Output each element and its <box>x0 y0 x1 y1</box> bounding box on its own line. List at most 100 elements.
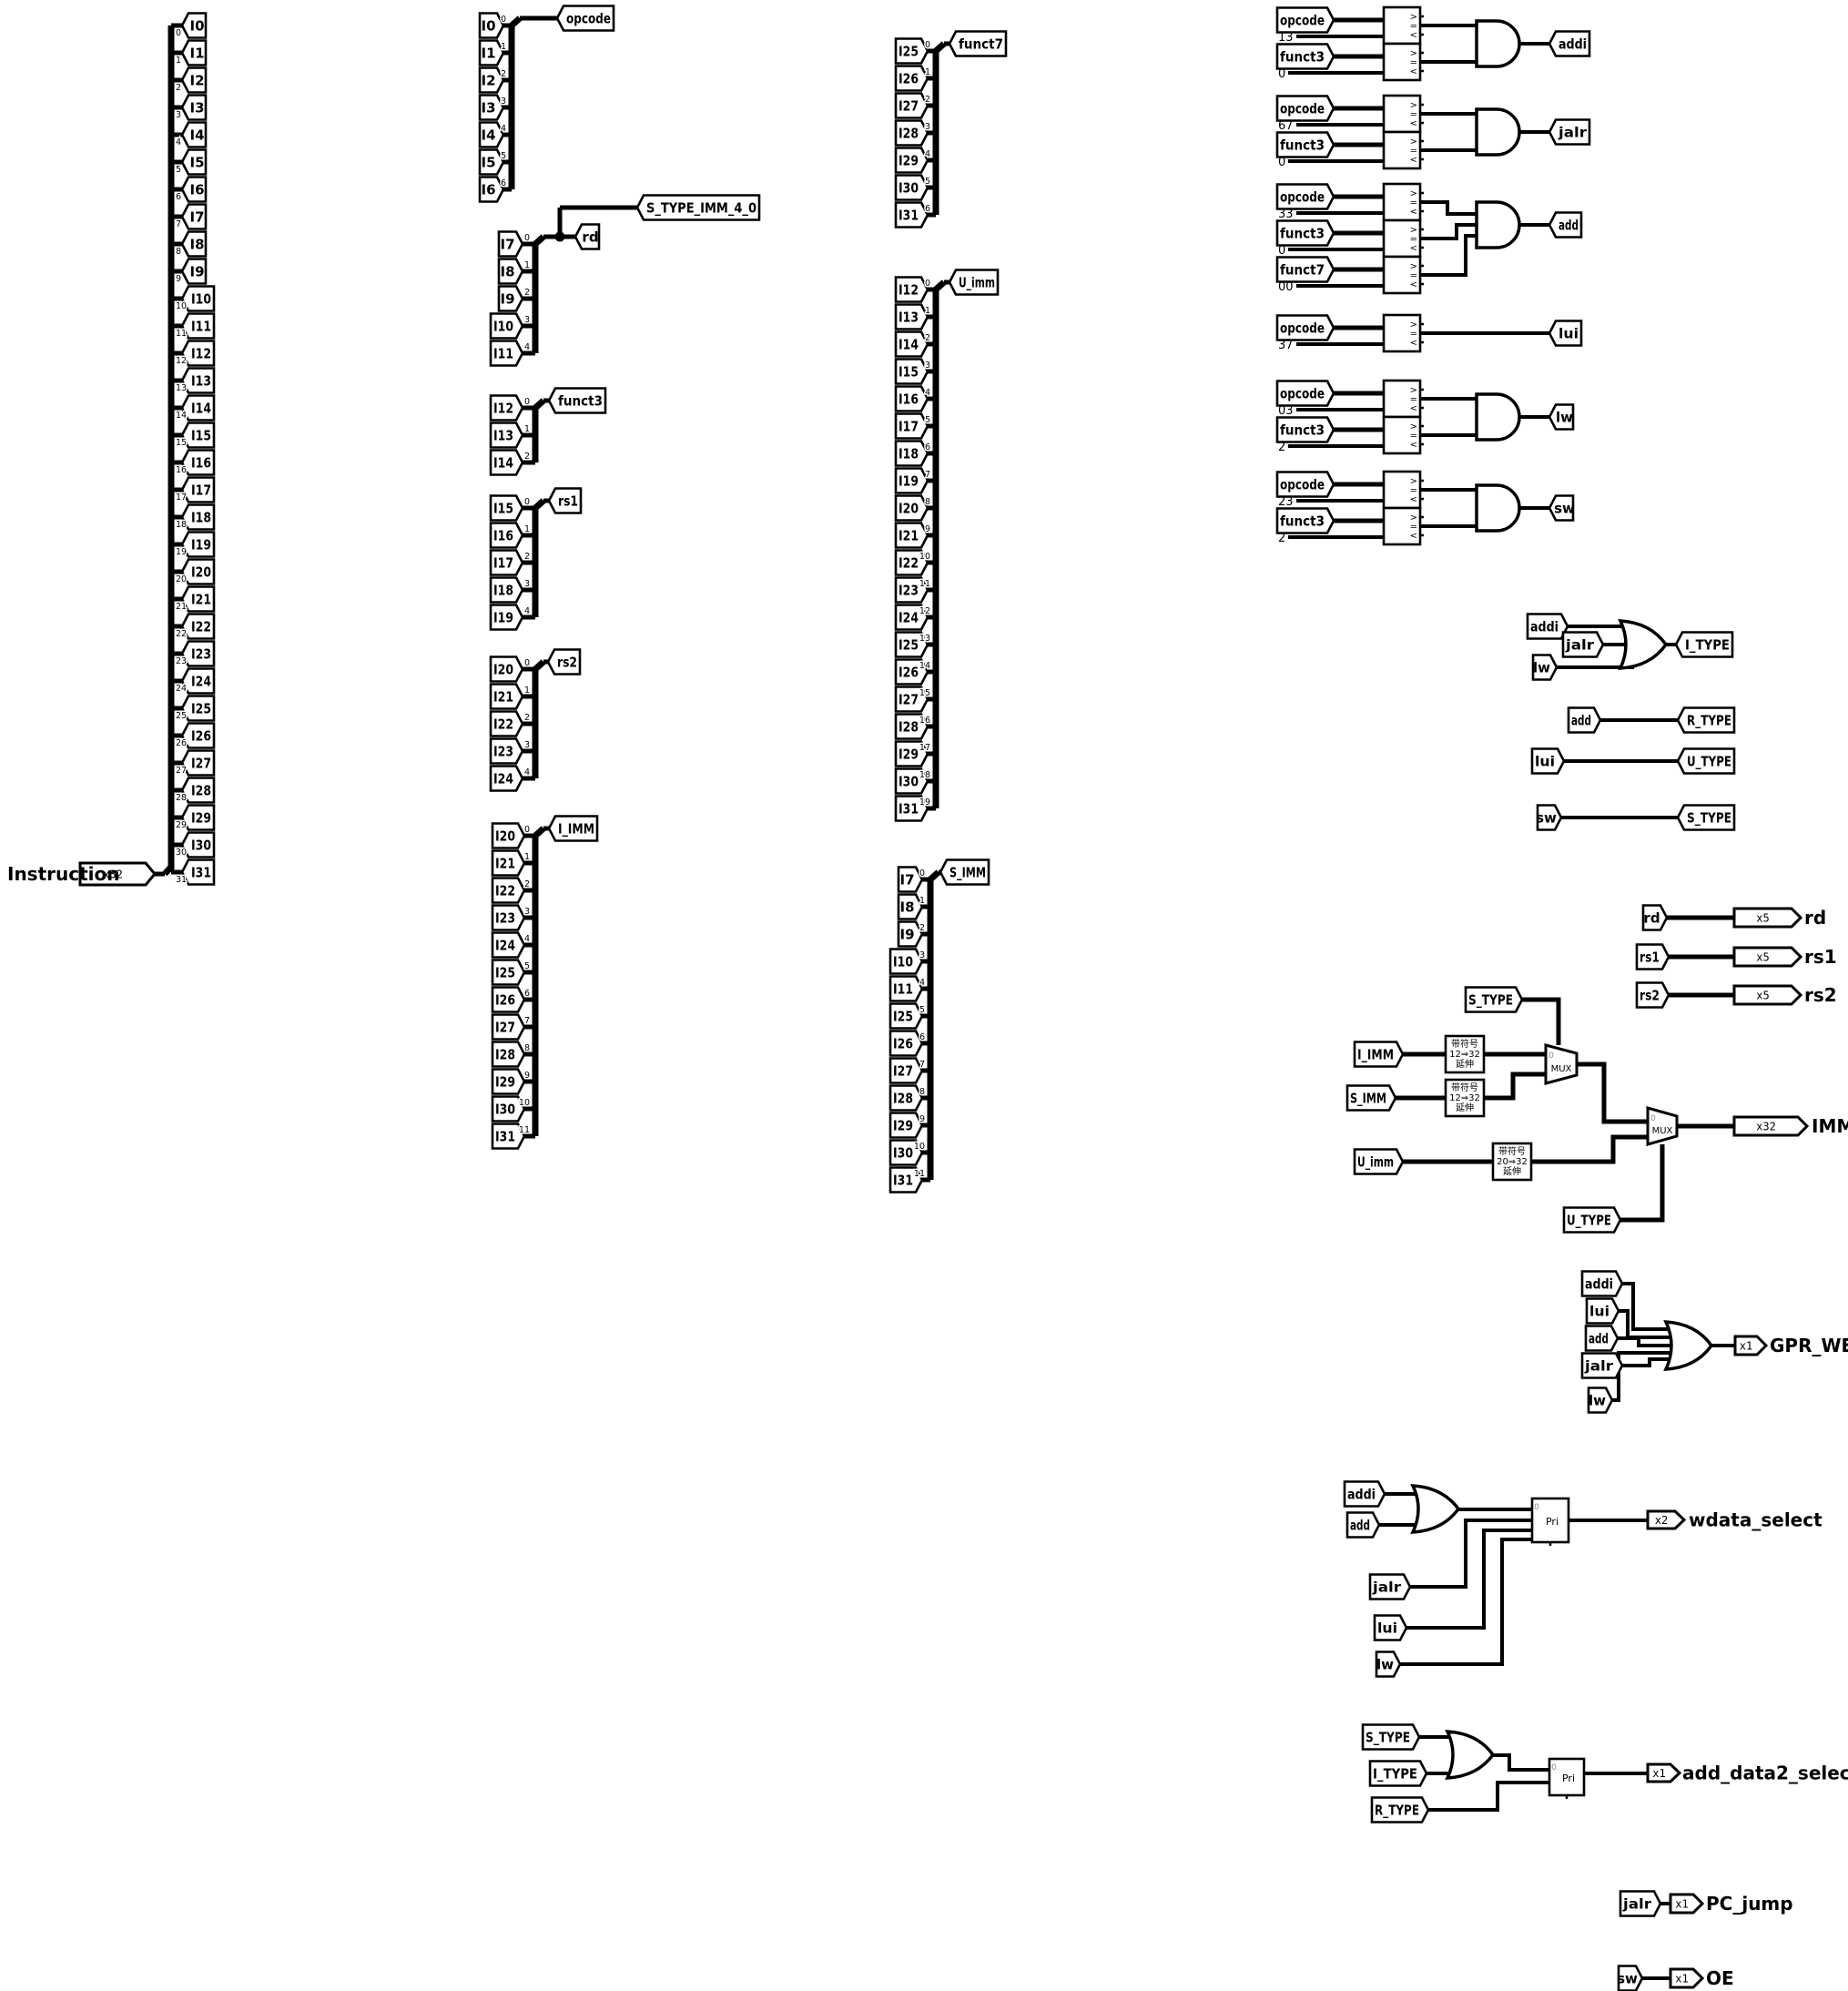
tunnel-I7[interactable] <box>497 230 524 258</box>
tunnel-opcode[interactable] <box>1275 314 1335 341</box>
tunnel-lui[interactable] <box>1548 320 1583 347</box>
tunnel-I12[interactable] <box>180 340 216 367</box>
output-pin-wdata-select[interactable] <box>1646 1509 1687 1530</box>
tunnel-jalr[interactable] <box>1580 1352 1624 1379</box>
output-pin-rs1[interactable] <box>1732 946 1803 968</box>
tunnel-funct7[interactable] <box>948 30 1008 57</box>
tunnel-I31[interactable] <box>894 795 929 822</box>
tunnel-I8[interactable] <box>497 258 524 285</box>
tunnel-I2[interactable] <box>180 66 208 94</box>
tunnel-I13[interactable] <box>894 303 929 330</box>
tunnel-addi[interactable] <box>1548 30 1591 57</box>
comparator[interactable] <box>1382 415 1422 455</box>
tunnel-I10[interactable] <box>489 312 524 340</box>
tunnel-S_IMM[interactable] <box>939 858 990 886</box>
tunnel-R_TYPE[interactable] <box>1370 1796 1430 1823</box>
tunnel-I28[interactable] <box>180 777 216 804</box>
tunnel-jalr[interactable] <box>1368 1573 1412 1600</box>
splitter[interactable] <box>928 869 941 882</box>
comparator[interactable] <box>1382 5 1422 46</box>
tunnel-opcode[interactable] <box>1275 183 1335 210</box>
output-pin-pc_jump[interactable] <box>1669 1893 1705 1915</box>
tunnel-I6[interactable] <box>180 176 208 203</box>
tunnel-I26[interactable] <box>180 722 216 749</box>
tunnel-S_TYPE[interactable] <box>1361 1723 1421 1751</box>
tunnel-I16[interactable] <box>180 449 216 476</box>
tunnel-I24[interactable] <box>489 765 524 792</box>
tunnel-I20[interactable] <box>489 655 524 683</box>
tunnel-I29[interactable] <box>894 740 929 767</box>
bit-extender[interactable] <box>1491 1142 1533 1182</box>
tunnel-U_TYPE[interactable] <box>1562 1206 1622 1234</box>
tunnel-I14[interactable] <box>894 330 929 358</box>
tunnel-I24[interactable] <box>894 604 929 631</box>
tunnel-jalr[interactable] <box>1561 631 1605 658</box>
splitter[interactable] <box>533 498 546 511</box>
tunnel-I19[interactable] <box>489 604 524 631</box>
tunnel-addi[interactable] <box>1343 1480 1386 1508</box>
tunnel-lui[interactable] <box>1373 1614 1408 1641</box>
tunnel-R_TYPE[interactable] <box>1676 706 1736 734</box>
or-gate[interactable] <box>1445 1730 1496 1780</box>
or-gate[interactable] <box>1410 1484 1461 1534</box>
tunnel-add[interactable] <box>1584 1325 1620 1352</box>
tunnel-I18[interactable] <box>894 440 929 467</box>
tunnel-lw[interactable] <box>1531 654 1559 681</box>
tunnel-I4[interactable] <box>478 121 505 148</box>
input-pin-instruction[interactable] <box>78 861 157 887</box>
or-gate[interactable] <box>1663 1320 1714 1371</box>
tunnel-I16[interactable] <box>894 385 929 412</box>
tunnel-I22[interactable] <box>894 549 929 576</box>
tunnel-I23[interactable] <box>489 737 524 765</box>
tunnel-I25[interactable] <box>894 631 929 658</box>
tunnel-lw[interactable] <box>1548 403 1575 431</box>
output-pin-add-data2-select[interactable] <box>1646 1762 1682 1783</box>
tunnel-rd[interactable] <box>574 223 601 250</box>
splitter[interactable] <box>533 234 546 247</box>
tunnel-U_imm[interactable] <box>1353 1148 1405 1175</box>
and-gate[interactable] <box>1475 19 1521 68</box>
tunnel-I17[interactable] <box>489 549 524 576</box>
tunnel-I_IMM[interactable] <box>547 815 599 842</box>
splitter[interactable] <box>533 659 546 672</box>
tunnel-I29[interactable] <box>491 1068 526 1095</box>
tunnel-rs1[interactable] <box>547 487 583 514</box>
tunnel-I28[interactable] <box>894 713 929 740</box>
splitter[interactable] <box>933 41 947 54</box>
tunnel-I26[interactable] <box>491 986 526 1013</box>
mux[interactable] <box>1646 1106 1679 1146</box>
tunnel-I4[interactable] <box>180 121 208 148</box>
tunnel-I8[interactable] <box>897 893 924 920</box>
tunnel-I8[interactable] <box>180 230 208 258</box>
tunnel-I3[interactable] <box>478 94 505 121</box>
tunnel-funct3[interactable] <box>1275 507 1335 534</box>
tunnel-opcode[interactable] <box>1275 95 1335 122</box>
tunnel-I9[interactable] <box>180 258 208 285</box>
tunnel-I25[interactable] <box>888 1002 924 1030</box>
tunnel-U_TYPE[interactable] <box>1676 747 1736 775</box>
tunnel-funct3[interactable] <box>547 387 607 414</box>
tunnel-I27[interactable] <box>894 92 929 119</box>
and-gate[interactable] <box>1475 107 1521 157</box>
tunnel-I15[interactable] <box>180 422 216 449</box>
tunnel-I29[interactable] <box>180 804 216 831</box>
tunnel-rs2[interactable] <box>1635 981 1670 1009</box>
tunnel-I30[interactable] <box>894 174 929 201</box>
tunnel-I9[interactable] <box>497 285 524 312</box>
tunnel-I31[interactable] <box>491 1122 526 1150</box>
tunnel-I30[interactable] <box>180 831 216 858</box>
output-pin-oe[interactable] <box>1669 1967 1705 1989</box>
tunnel-I31[interactable] <box>888 1166 924 1194</box>
tunnel-I3[interactable] <box>180 94 208 121</box>
tunnel-I_TYPE[interactable] <box>1368 1760 1428 1787</box>
tunnel-I21[interactable] <box>180 585 216 613</box>
tunnel-I13[interactable] <box>180 367 216 394</box>
tunnel-I26[interactable] <box>894 658 929 686</box>
tunnel-sw[interactable] <box>1617 1965 1644 1991</box>
tunnel-I6[interactable] <box>478 176 505 203</box>
tunnel-I11[interactable] <box>180 312 216 340</box>
tunnel-I22[interactable] <box>489 710 524 737</box>
tunnel-add[interactable] <box>1567 706 1602 734</box>
tunnel-I25[interactable] <box>894 37 929 65</box>
tunnel-I22[interactable] <box>491 877 526 904</box>
